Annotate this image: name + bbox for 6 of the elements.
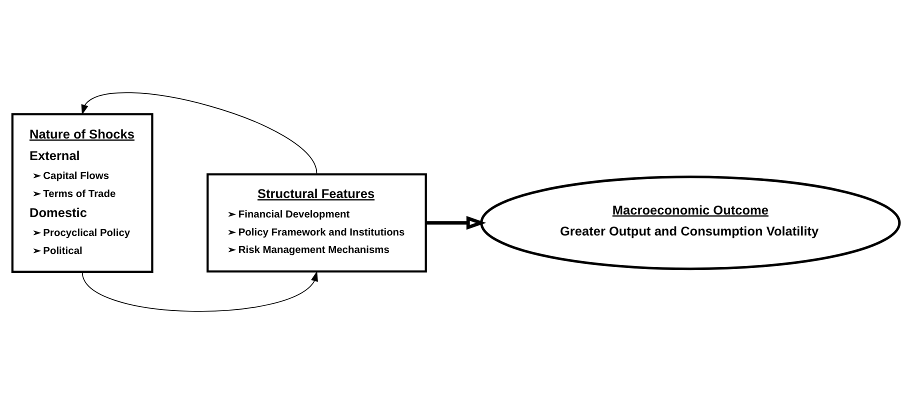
arrow [426,215,486,230]
node-box: Nature of Shocks External ➢ Capital Flows ➢ Terms of Trade Domestic ➢ Procyclical Policy ➢ Political [11,112,154,272]
node-ellipse: Macroeconomic Outcome Greater Output and Consumption Volatility [480,175,901,270]
arrow [81,92,318,174]
arrow [82,270,318,312]
node-box: Structural Features ➢ Financial Development ➢ Policy Framework and Institutions ➢ Risk Management Mechanisms [206,172,427,272]
